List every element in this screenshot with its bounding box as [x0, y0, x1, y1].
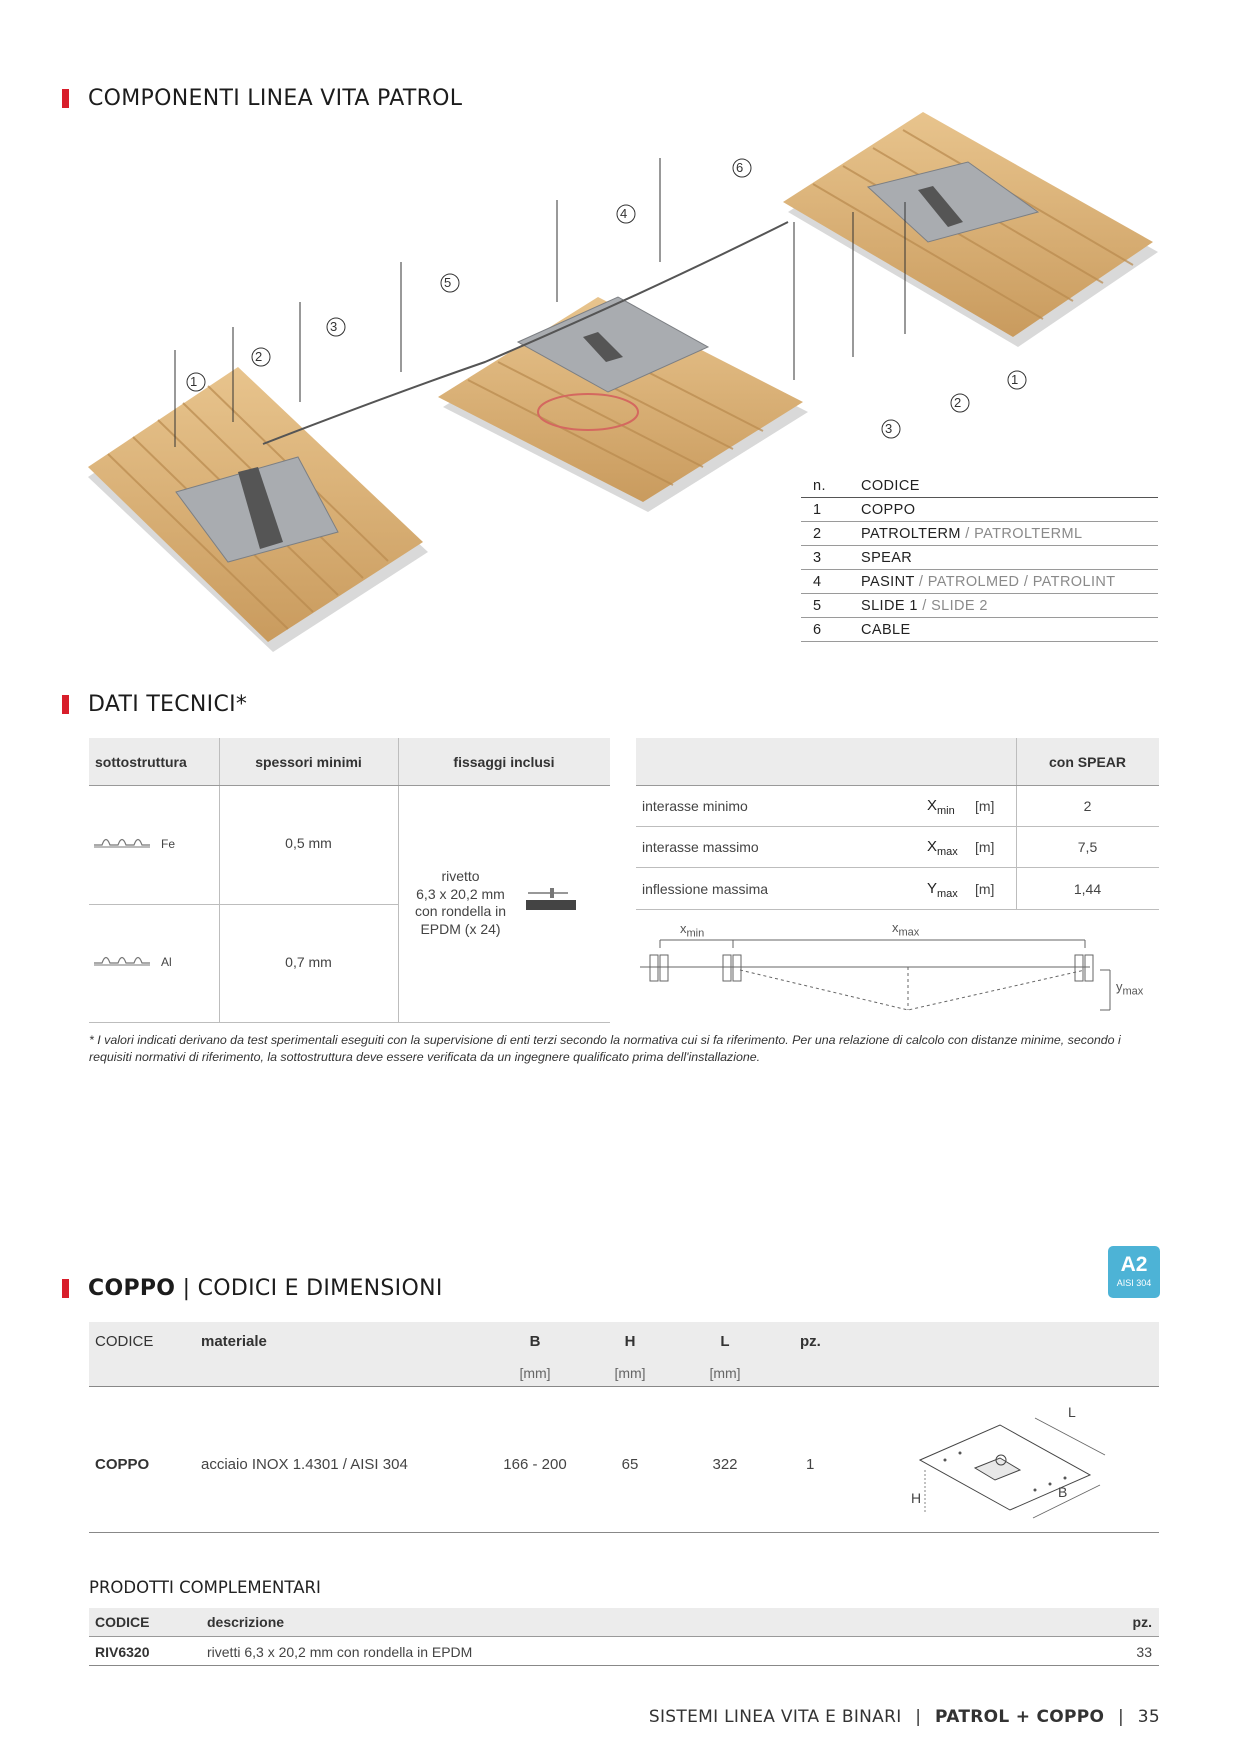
header-b: B	[529, 1333, 541, 1350]
callout-1-right: 1	[1011, 372, 1019, 387]
symbol-ymax: Ymax	[927, 880, 958, 900]
tech-right-header-bg	[636, 738, 1159, 785]
material-al: Al	[161, 955, 172, 969]
row-pz: 1	[806, 1456, 815, 1473]
callout-6: 6	[736, 160, 744, 175]
callout-3-right: 3	[885, 421, 893, 436]
unit-m: [m]	[975, 881, 995, 897]
complementary-header-bg	[89, 1608, 1159, 1636]
comp-row-pz: 33	[1136, 1644, 1152, 1660]
comp-header-desc: descrizione	[207, 1614, 285, 1630]
header-with-spear: con SPEAR	[1048, 754, 1126, 770]
comp-header-code: CODICE	[95, 1614, 150, 1630]
corrugated-sheet-icon-fe	[94, 838, 150, 848]
page-footer: SISTEMI LINEA VITA E BINARI | PATROL + C…	[648, 1707, 1160, 1727]
unit-l: [mm]	[709, 1365, 741, 1381]
dim-label-b: B	[1058, 1484, 1068, 1500]
title-marker	[62, 89, 69, 108]
label-max-deflection: inflessione massima	[642, 881, 769, 897]
label-xmin: xmin	[680, 921, 705, 940]
row-material: acciaio INOX 1.4301 / AISI 304	[201, 1456, 408, 1473]
section-title-codes: COPPO | CODICI E DIMENSIONI	[62, 1276, 443, 1301]
tech-data-footnote: * I valori indicati derivano da test spe…	[89, 1033, 1121, 1064]
row-l: 322	[712, 1456, 738, 1473]
complementary-title: PRODOTTI COMPLEMENTARI	[89, 1578, 321, 1597]
roof-panel-middle	[438, 296, 808, 512]
section-title-tech-data: DATI TECNICI*	[62, 692, 247, 717]
fixing-description: rivetto 6,3 x 20,2 mm con rondella in EP…	[414, 868, 507, 937]
codes-header-bg	[89, 1322, 1159, 1386]
callout-circles	[186, 158, 1027, 439]
roof-illustration	[88, 112, 1158, 652]
callout-1-left: 1	[190, 374, 198, 389]
dim-label-h: H	[911, 1490, 922, 1506]
label-max-spacing: interasse massimo	[642, 839, 759, 855]
thickness-al: 0,7 mm	[285, 954, 332, 970]
row-h: 65	[621, 1456, 639, 1473]
label-min-spacing: interasse minimo	[642, 798, 748, 814]
callout-leaders	[174, 158, 906, 447]
anchor-post-icon	[649, 954, 669, 982]
deflection-diagram	[640, 939, 1111, 1011]
cable	[262, 221, 789, 445]
comp-header-pz: pz.	[1132, 1614, 1152, 1630]
callout-5: 5	[444, 275, 452, 290]
material-fe: Fe	[161, 837, 176, 851]
thickness-fe: 0,5 mm	[285, 835, 332, 851]
value-min-spacing: 2	[1083, 798, 1092, 814]
callout-4: 4	[620, 206, 628, 221]
header-code: CODICE	[95, 1333, 154, 1350]
title-marker	[62, 1279, 69, 1298]
callout-3-left: 3	[330, 319, 338, 334]
comp-row-desc: rivetti 6,3 x 20,2 mm con rondella in EP…	[207, 1644, 473, 1660]
page-number: 35	[1137, 1707, 1160, 1727]
header-fixings: fissaggi inclusi	[453, 754, 555, 770]
symbol-xmax: Xmax	[927, 838, 958, 858]
tech-left-header-bg	[89, 738, 610, 785]
roof-panel-right	[783, 112, 1158, 347]
label-ymax: ymax	[1116, 979, 1144, 998]
label-xmax: xmax	[892, 920, 920, 939]
value-max-deflection: 1,44	[1073, 881, 1102, 897]
unit-m: [m]	[975, 798, 995, 814]
coppo-bracket-drawing	[918, 1417, 1106, 1519]
unit-h: [mm]	[614, 1365, 646, 1381]
unit-b: [mm]	[519, 1365, 551, 1381]
header-l: L	[720, 1333, 730, 1350]
section-title-components: COMPONENTI LINEA VITA PATROL	[62, 86, 462, 111]
row-b: 166 - 200	[503, 1456, 567, 1473]
comp-row-code: RIV6320	[95, 1644, 150, 1660]
unit-m: [m]	[975, 839, 995, 855]
symbol-xmin: Xmin	[927, 797, 955, 817]
header-substructure: sottostruttura	[95, 754, 187, 770]
rivet-icon	[526, 888, 576, 910]
row-code: COPPO	[95, 1456, 150, 1473]
roof-panel-left	[88, 367, 428, 652]
callout-2-right: 2	[954, 395, 962, 410]
header-material: materiale	[201, 1333, 267, 1350]
header-min-thickness: spessori minimi	[255, 754, 362, 770]
callout-2-left: 2	[255, 349, 263, 364]
header-pz: pz.	[800, 1333, 821, 1350]
anchor-post-icon	[1074, 954, 1094, 982]
dim-label-l: L	[1068, 1404, 1076, 1420]
value-max-spacing: 7,5	[1077, 839, 1098, 855]
legend-header: n. CODICE	[801, 474, 1158, 498]
material-badge: A2 AISI 304	[1108, 1246, 1160, 1298]
title-marker	[62, 695, 69, 714]
corrugated-sheet-icon-al	[94, 956, 150, 966]
anchor-post-icon	[722, 954, 742, 982]
header-h: H	[624, 1333, 636, 1350]
